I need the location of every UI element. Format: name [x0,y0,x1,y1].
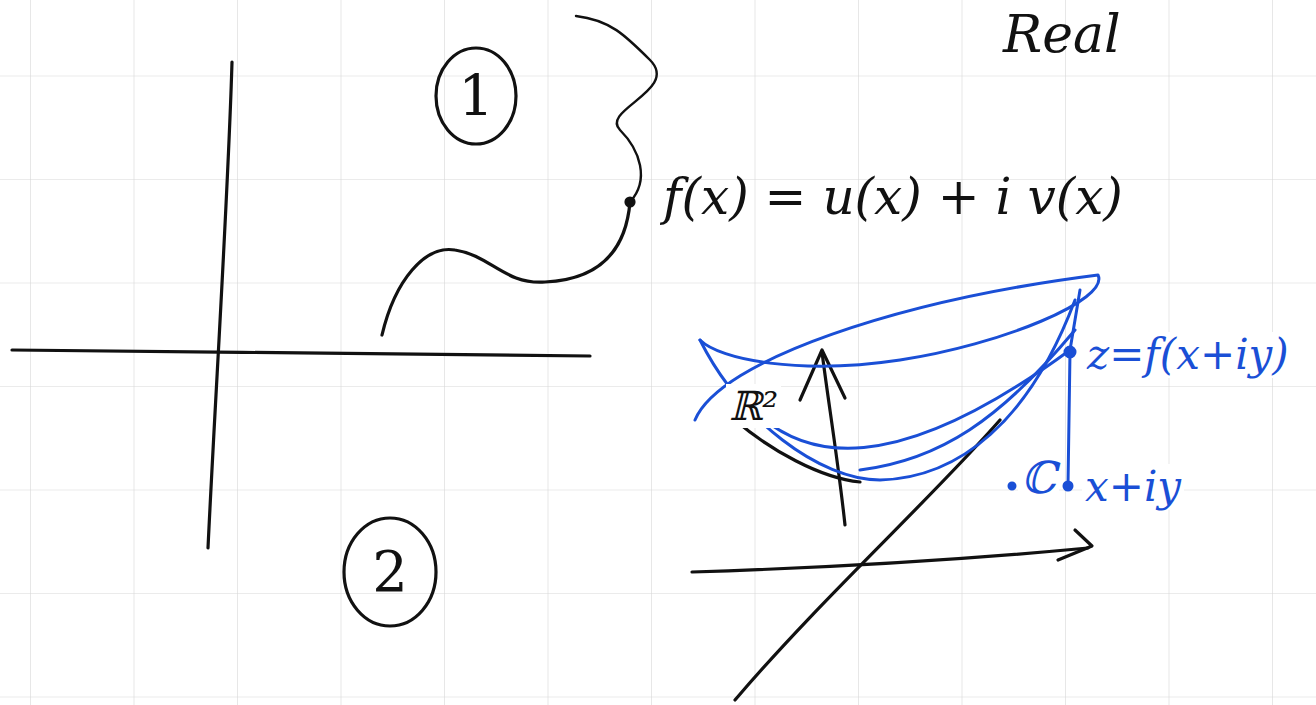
x-axis [12,350,590,356]
circle-outline [436,48,516,144]
bowl-contour [740,350,1070,448]
callout-circle: 1 [434,46,518,146]
brace [576,16,657,202]
x-axis-3d [692,548,1088,572]
x-arrowhead [1058,530,1092,560]
callout-circle: 2 [342,516,438,628]
bowl-body [700,300,1075,480]
z-arrowhead [800,350,845,400]
y-axis-3d [735,420,1000,700]
space-label: ℝ² [726,384,781,428]
title-note: Real [1000,6,1124,63]
function-curve [382,202,630,335]
bowl-contour [860,330,1075,470]
callout-number: 1 [458,68,494,124]
projection-line [1068,352,1070,485]
bowl-contour [1070,290,1080,350]
plane-point [1064,482,1072,490]
function-formula: f(x) = u(x) + i v(x) [660,170,1126,225]
point-label: x+iy [1082,464,1184,510]
callout-number: 2 [372,544,408,600]
dot [1009,483,1015,489]
plane-label: ℂ [1018,454,1059,502]
surface-formula: z=f(x+iy) [1084,332,1292,378]
circle-outline [344,518,436,626]
y-axis [208,62,232,548]
z-axis [822,352,845,525]
